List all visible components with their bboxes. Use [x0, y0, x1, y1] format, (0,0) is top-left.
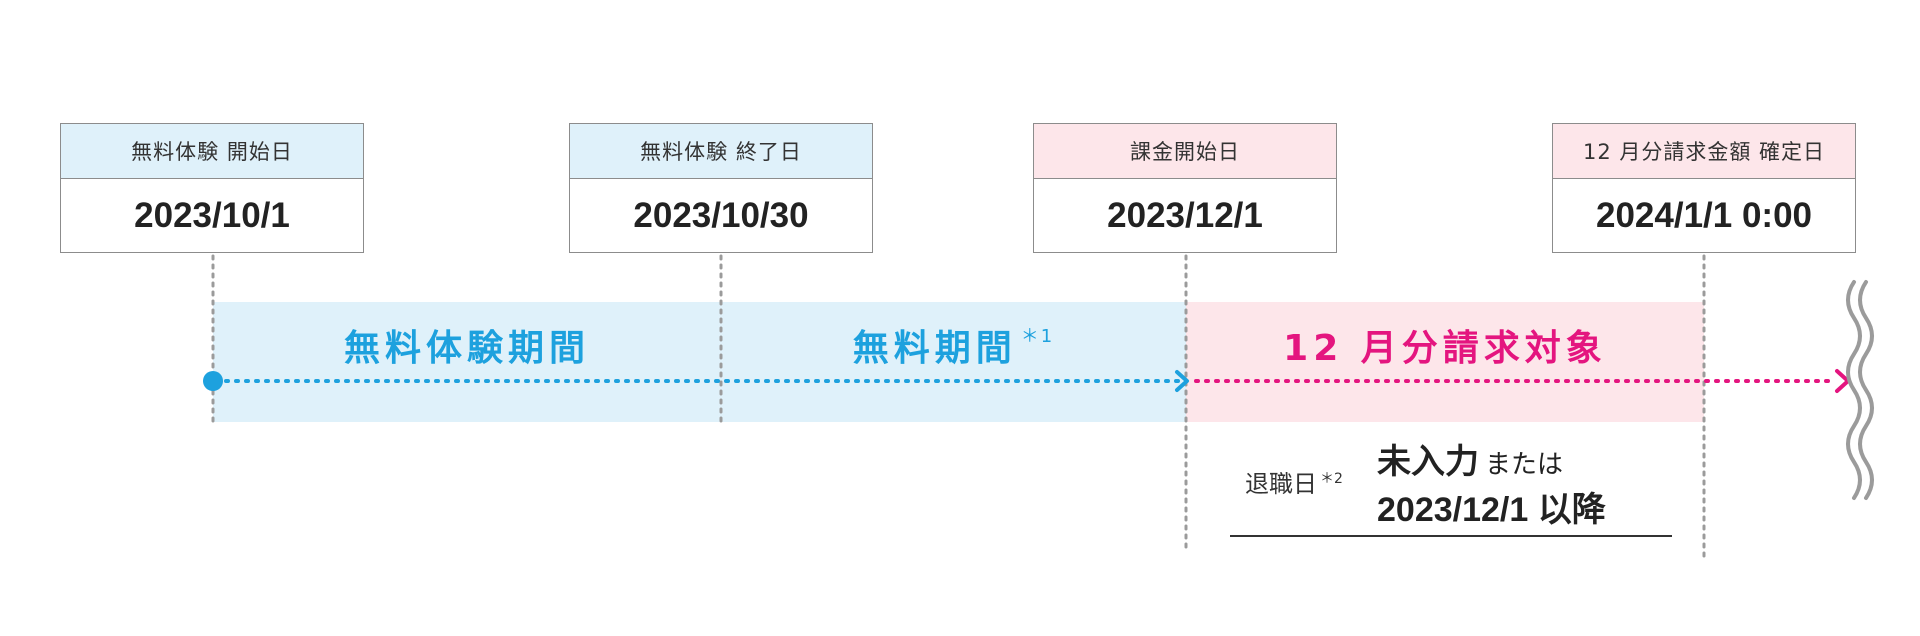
milestone-date: 2023/12/1: [1107, 195, 1263, 235]
milestone-label: 無料体験 終了日: [570, 124, 872, 179]
milestone-label: 無料体験 開始日: [61, 124, 363, 179]
timeline-start-dot: [203, 371, 223, 391]
leave-date-label: 退職日＊2: [1245, 470, 1343, 498]
leave-date-condition: 未入力または 2023/12/1 以降: [1377, 440, 1606, 533]
leave-date-underline: [1230, 535, 1672, 537]
milestone-label: 課金開始日: [1034, 124, 1336, 179]
billing-period-label: 12 月分請求対象: [1283, 328, 1607, 369]
trial-period-label: 無料体験期間: [343, 328, 590, 369]
blue-arrowhead-icon: [1175, 370, 1189, 392]
milestone-card-trial-start: 無料体験 開始日 2023/10/1: [60, 123, 364, 253]
free-period-band: [213, 302, 1186, 422]
milestone-date: 2023/10/1: [134, 195, 290, 235]
free-period-note: ＊1: [1020, 326, 1055, 347]
milestone-label: 12 月分請求金額 確定日: [1553, 124, 1855, 179]
leave-date-line-2: 2023/12/1 以降: [1377, 491, 1606, 529]
free-period-label: 無料期間＊1: [721, 320, 1186, 370]
wavy-break-icon: [1846, 280, 1874, 500]
leave-date-line-1: 未入力または: [1377, 442, 1564, 482]
billing-period-band: [1186, 302, 1704, 422]
milestone-card-trial-end: 無料体験 終了日 2023/10/30: [569, 123, 873, 253]
leave-date-note: ＊2: [1320, 471, 1343, 487]
milestone-card-amount-confirmed: 12 月分請求金額 確定日 2024/1/1 0:00: [1552, 123, 1856, 253]
milestone-card-billing-start: 課金開始日 2023/12/1: [1033, 123, 1337, 253]
milestone-date: 2023/10/30: [633, 195, 809, 235]
milestone-date: 2024/1/1 0:00: [1595, 195, 1812, 235]
